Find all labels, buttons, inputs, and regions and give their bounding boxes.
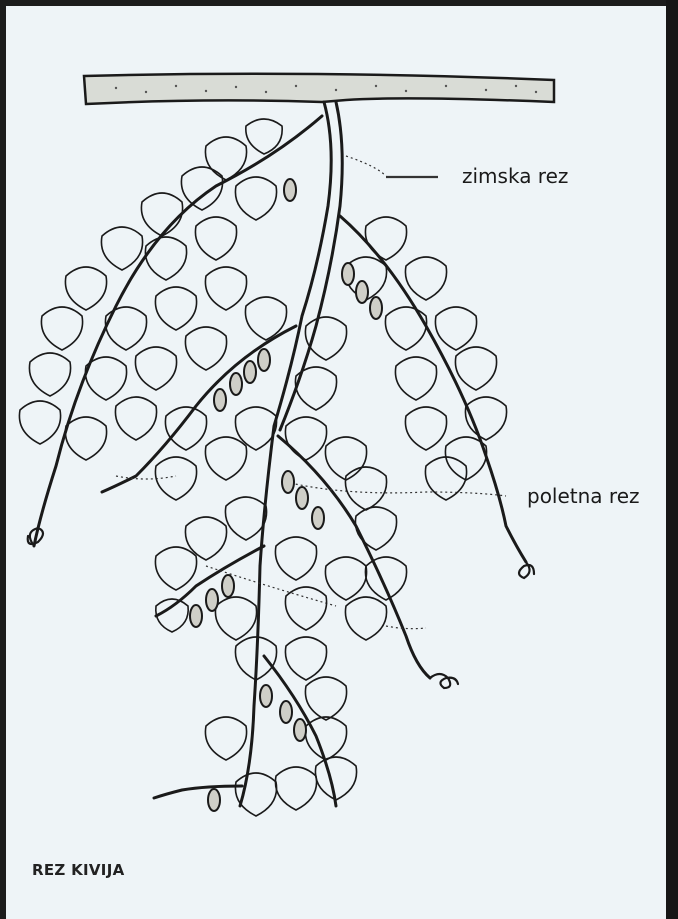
kiwi-fruits (190, 179, 382, 811)
leaves (19, 119, 506, 816)
kiwi-vine-illustration (6, 6, 666, 919)
cordon (84, 74, 554, 104)
tendrils (28, 528, 534, 688)
illustration-panel: zimska rez poletna rez REZ KIVIJA (6, 6, 666, 919)
figure-caption: REZ KIVIJA (32, 861, 124, 879)
winter-cut-label: zimska rez (462, 164, 568, 188)
frame-border-right (666, 0, 678, 919)
vine-stems (34, 102, 526, 806)
summer-cut-label: poletna rez (527, 484, 640, 508)
